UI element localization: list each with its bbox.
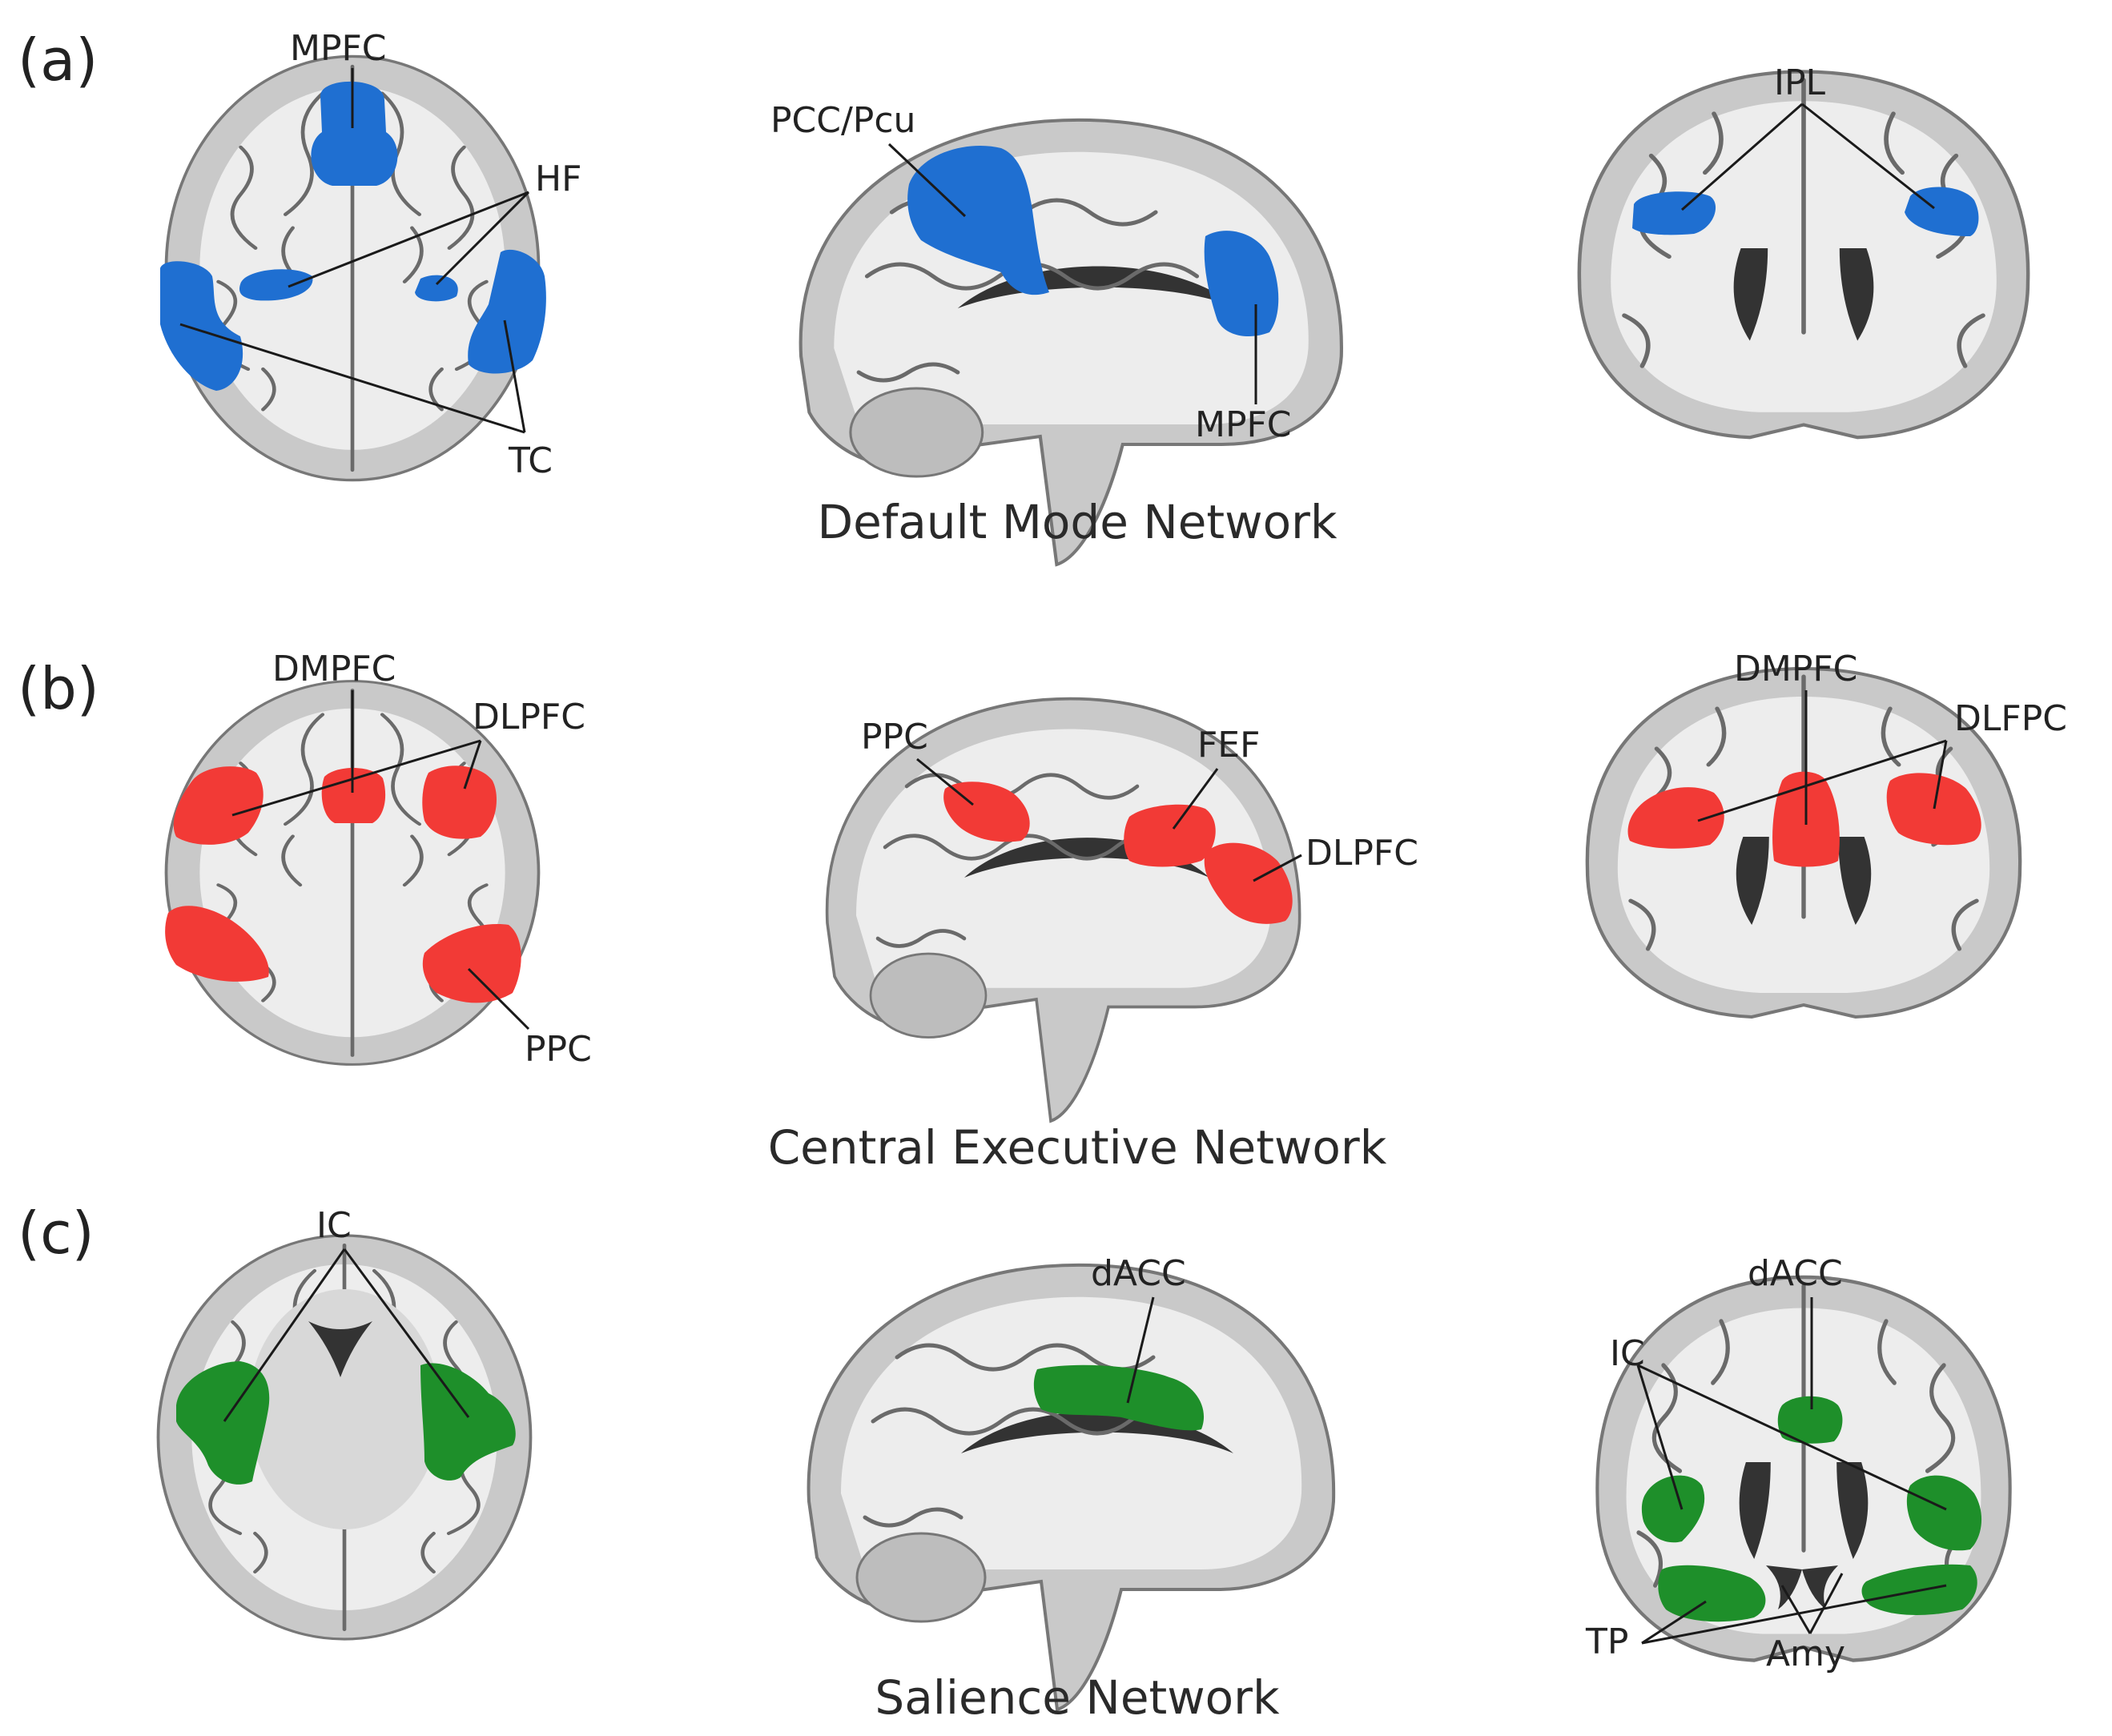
panel-c-coronal-brain (1597, 1277, 2009, 1661)
label-dacc-sagittal: dACC (1091, 1253, 1186, 1294)
panel-b-axial-brain (165, 681, 538, 1065)
sn-dacc-region (1033, 1364, 1205, 1431)
dmn-hf-left-region (239, 269, 313, 301)
panel-letter-b: (b) (18, 655, 99, 722)
label-fef: FEF (1197, 725, 1260, 766)
label-dlfpc-coronal: DLFPC (1954, 698, 2067, 739)
cen-dlpfc-coronal-left-region (1627, 787, 1724, 849)
dmn-mpfc-sagittal-region (1204, 231, 1279, 336)
cen-dlpfc-right-region (422, 766, 497, 839)
panel-a-axial-brain (160, 56, 546, 480)
cen-ppc-right-region (422, 924, 521, 1003)
label-tp: TP (1585, 1621, 1628, 1662)
label-mpfc-sagittal: MPFC (1195, 404, 1292, 445)
network-title-central-executive: Central Executive Network (768, 1120, 1387, 1175)
cen-ppc-left-region (165, 906, 269, 982)
network-title-default-mode: Default Mode Network (818, 495, 1338, 549)
sn-dacc-coronal-region (1777, 1396, 1843, 1444)
panel-c-sagittal-brain (809, 1265, 1334, 1710)
label-dmpfc-axial: DMPFC (272, 649, 396, 689)
network-title-salience: Salience Network (875, 1670, 1280, 1725)
label-hf: HF (535, 159, 581, 199)
cen-dlpfc-coronal-right-region (1886, 773, 1981, 846)
panel-b: (b) DMPFC DLPFC PPC PPC FEF DLPFC (18, 649, 2067, 1175)
sn-ic-coronal-left-region (1641, 1475, 1705, 1543)
label-ppc-sagittal: PPC (861, 717, 928, 757)
label-ic-axial: IC (316, 1205, 352, 1246)
dmn-tc-right-region (468, 249, 546, 374)
sn-ic-right-region (420, 1363, 516, 1481)
label-dlpfc-sagittal: DLPFC (1305, 833, 1418, 874)
label-pcc-pcu: PCC/Pcu (770, 100, 915, 141)
cen-fef-region (1124, 804, 1216, 867)
cen-dlpfc-sagittal-region (1204, 842, 1293, 924)
dmn-mpfc-region (311, 81, 398, 186)
label-tc: TC (508, 440, 553, 481)
label-ipl: IPL (1774, 62, 1826, 103)
label-dlpfc-axial: DLPFC (473, 697, 585, 737)
dmn-hf-right-region (415, 275, 458, 302)
panel-c-axial-brain (158, 1236, 530, 1639)
panel-a-sagittal-brain (801, 120, 1342, 565)
panel-b-sagittal-brain (827, 699, 1300, 1121)
label-dmpfc-coronal: DMPFC (1734, 649, 1857, 689)
panel-a: (a) MPFC HF TC PCC/Pcu MPFC (18, 26, 2028, 565)
label-dacc-coronal: dACC (1748, 1253, 1843, 1294)
cen-dmpfc-region (321, 767, 386, 823)
panel-letter-c: (c) (18, 1200, 95, 1267)
panel-c: (c) IC dACC dACC I (18, 1200, 2010, 1725)
label-amy: Amy (1766, 1634, 1845, 1674)
sn-ic-coronal-right-region (1906, 1475, 1982, 1551)
label-mpfc-axial: MPFC (290, 28, 387, 69)
sn-tp-left-region (1658, 1565, 1766, 1622)
dmn-pcc-pcu-region (907, 146, 1049, 295)
panel-letter-a: (a) (18, 26, 98, 94)
dmn-tc-left-region (160, 261, 243, 391)
cen-dlpfc-left-region (173, 766, 263, 845)
dmn-ipl-left-region (1632, 191, 1716, 235)
label-ppc-axial: PPC (525, 1029, 592, 1070)
panel-a-coronal-brain (1579, 72, 2028, 438)
